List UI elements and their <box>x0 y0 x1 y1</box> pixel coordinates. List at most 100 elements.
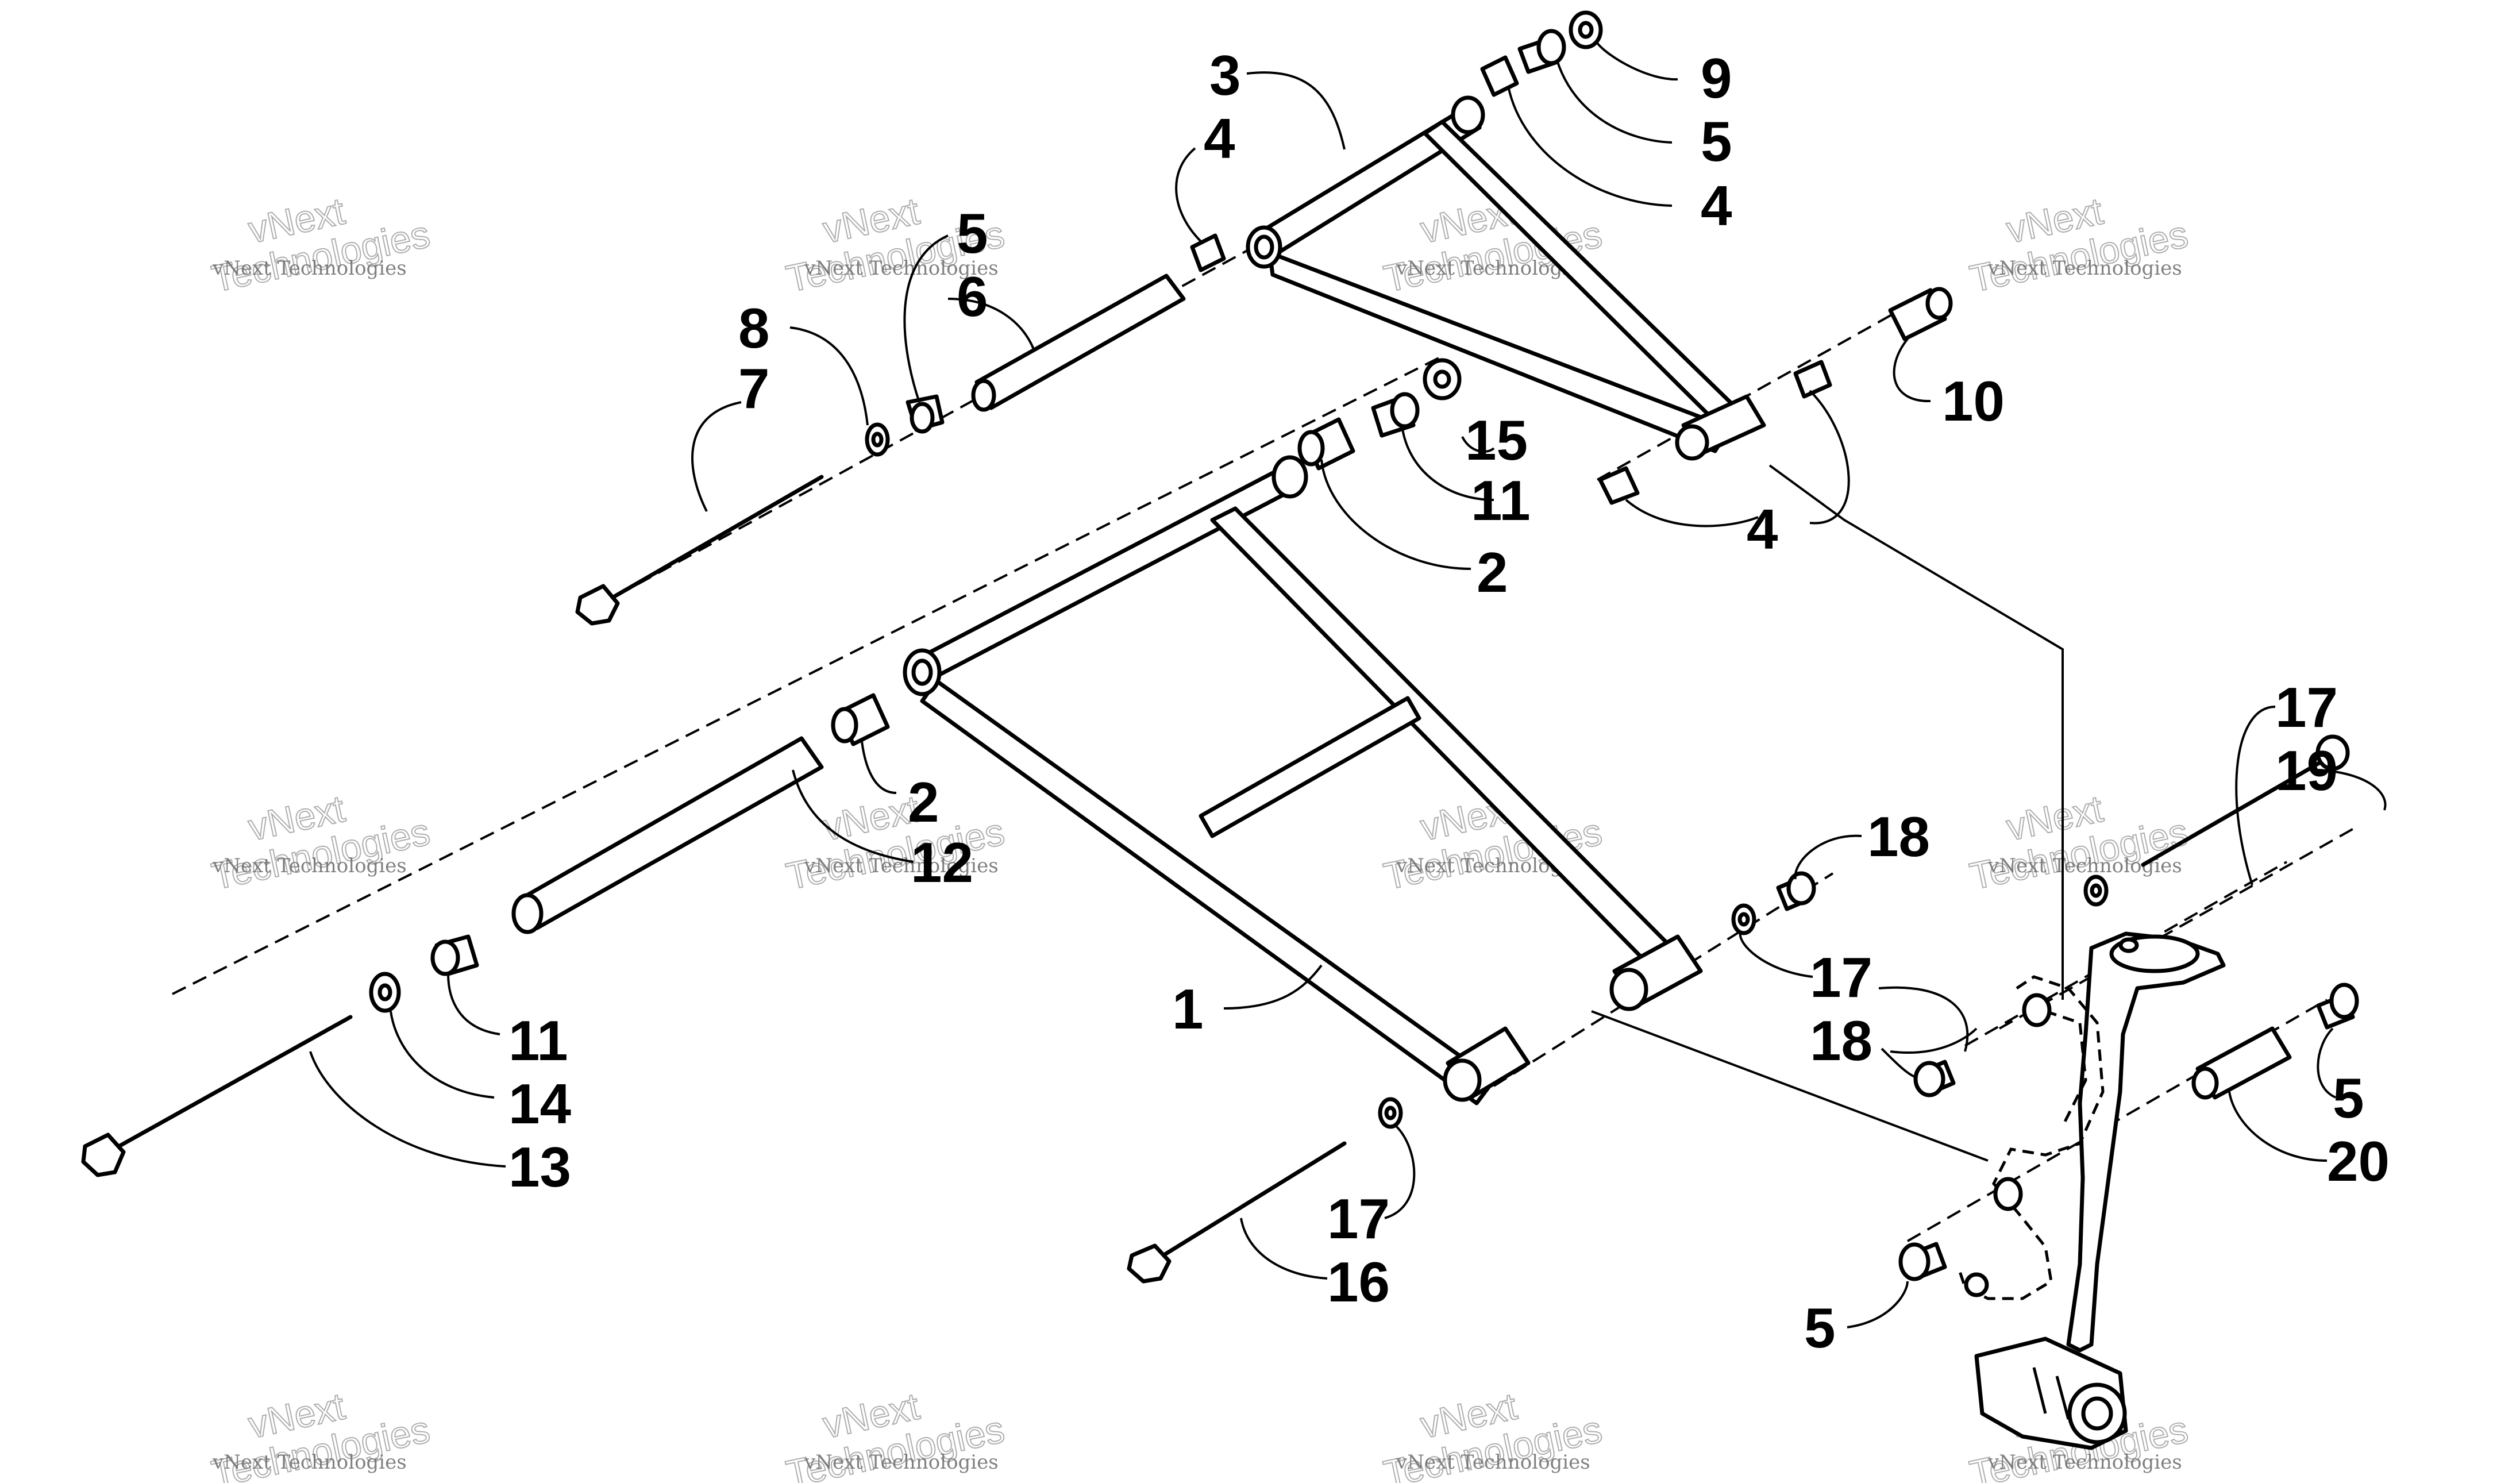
bolt-19 <box>2141 734 2350 867</box>
leader-4-ball-joint-upper <box>1809 390 1850 525</box>
callout-7: 7 <box>738 357 770 420</box>
bolt-16 <box>1127 1141 1347 1284</box>
nut-18-rear-face <box>1786 871 1816 906</box>
upper-arm-rear-end <box>1451 95 1485 134</box>
spindle-hub-detail <box>2032 1367 2070 1420</box>
callout-5-spindle-left: 5 <box>1804 1296 1836 1359</box>
lower-arm-rear-boss-bore <box>1609 968 1648 1011</box>
sleeve-12 <box>518 736 824 930</box>
cap-9-center <box>1578 21 1594 39</box>
spindle-top-hole <box>2118 937 2139 953</box>
leader-19 <box>2318 769 2387 811</box>
lower-arm-rear-end <box>1271 455 1308 499</box>
bolt-13-head <box>81 1133 126 1177</box>
lower-arm-front-tube <box>911 463 1298 686</box>
spindle-upper-hole <box>2022 993 2052 1027</box>
leader-15 <box>1461 436 1495 453</box>
callout-17-front: 17 <box>1327 1187 1390 1250</box>
leader-9 <box>1596 42 1678 81</box>
callout-11-rear: 11 <box>1471 469 1531 532</box>
bolt-19-head <box>2315 734 2350 771</box>
lower-arm-front-bore <box>911 658 933 686</box>
spacer-2-rear-end <box>1297 430 1325 467</box>
callout-20: 20 <box>2327 1130 2390 1193</box>
watermark-text: vNext Technologies <box>1987 257 2182 280</box>
assembly-leaders <box>1591 464 2064 1162</box>
bushing-5-spindle-left-flange <box>1898 1242 1931 1281</box>
callout-numbers: 3 4 5 6 8 7 9 5 4 10 4 15 11 2 2 12 11 1… <box>508 44 2390 1359</box>
washer-17-spindle-hole <box>2090 883 2102 898</box>
leader-20 <box>2228 1091 2328 1162</box>
leader-13 <box>309 1051 506 1168</box>
callout-18-spindle: 18 <box>1810 1009 1872 1072</box>
upper-arm-long-tube <box>1267 251 1732 453</box>
callout-11-front: 11 <box>508 1009 568 1072</box>
leader-4-front <box>1175 147 1202 242</box>
upper-a-arm <box>1246 95 1766 461</box>
leader-7 <box>691 401 742 512</box>
callout-13: 13 <box>508 1135 571 1199</box>
upper-arm-hardware <box>575 10 1953 626</box>
callout-17-rear: 17 <box>1810 946 1872 1009</box>
leader-17-spindle <box>1878 986 1969 1052</box>
nut-18-spindle-face <box>1913 1061 1945 1097</box>
spindle-assembly <box>1898 734 2359 1450</box>
bolt-16-head <box>1127 1243 1172 1284</box>
watermark-text: vNext Technologies <box>212 1451 407 1474</box>
leader-lower-arm-to-spindle <box>1591 1010 1989 1162</box>
spindle-lower-hole <box>1993 1177 2023 1211</box>
callout-3: 3 <box>1209 44 1241 107</box>
watermark-text: vNext Technologies <box>1987 854 2182 877</box>
callout-5-spindle-right: 5 <box>2333 1066 2364 1130</box>
watermark-text: vNext Technologies <box>804 1451 999 1474</box>
callout-18-rear: 18 <box>1867 805 1930 868</box>
leader-5-front <box>903 234 949 403</box>
leader-6 <box>947 298 1035 351</box>
callout-6: 6 <box>957 265 988 328</box>
callout-5-front: 5 <box>957 202 988 265</box>
leader-18-spindle <box>1881 1047 1917 1078</box>
watermark: vNext Technologies <box>207 787 434 899</box>
callout-2-front: 2 <box>908 771 939 834</box>
bushing-11-rear-flange <box>1390 392 1420 429</box>
callout-12: 12 <box>911 831 973 894</box>
bolt-13-thread <box>269 1015 352 1064</box>
callout-8: 8 <box>738 296 770 360</box>
leader-2-rear <box>1320 459 1471 570</box>
upper-arm-front-bore <box>1254 234 1274 260</box>
watermark: vNext Technologies <box>207 189 434 301</box>
leader-14 <box>390 1011 495 1099</box>
spindle-hub-bore <box>2081 1396 2113 1431</box>
leader-10 <box>1893 338 1931 403</box>
bushing-5-flange <box>910 402 935 434</box>
spindle-body <box>2066 931 2226 1353</box>
bolt-13-shank <box>101 1015 353 1157</box>
knuckle-ghost-inner <box>2045 1010 2087 1127</box>
leader-upper-arm-to-spindle <box>1768 464 2064 1000</box>
callout-4-ball-joint: 4 <box>1747 498 1778 561</box>
leader-8 <box>789 326 869 426</box>
sleeve-12-end <box>511 893 544 934</box>
axis-lower-rear <box>1493 872 1834 1087</box>
axis-lower-front <box>172 355 1443 995</box>
lower-arm-front-boss-bore <box>1443 1058 1482 1102</box>
spacer-4-front <box>1190 233 1226 272</box>
washer-17-rear-hole <box>1737 912 1750 927</box>
leader-4-rear <box>1507 86 1673 207</box>
leader-17-front <box>1384 1125 1416 1219</box>
watermark: vNext Technologies <box>1966 189 2192 301</box>
spacer-4-ball-joint-upper <box>1793 360 1832 399</box>
leader-1 <box>1223 964 1323 1010</box>
axis-upper-rear <box>1597 292 1931 481</box>
watermark-text: vNext Technologies <box>212 257 407 280</box>
bolt-7-shank <box>595 475 824 608</box>
leader-11-front <box>447 973 500 1035</box>
leader-12 <box>792 769 914 863</box>
watermark-text: vNext Technologies <box>212 854 407 877</box>
spacer-2-front-end <box>831 707 858 744</box>
sleeve-10-end <box>1925 287 1953 320</box>
cap-15-center <box>1433 369 1451 389</box>
lower-arm-cross-tube <box>1199 696 1421 838</box>
callout-17-spindle: 17 <box>2275 676 2338 739</box>
